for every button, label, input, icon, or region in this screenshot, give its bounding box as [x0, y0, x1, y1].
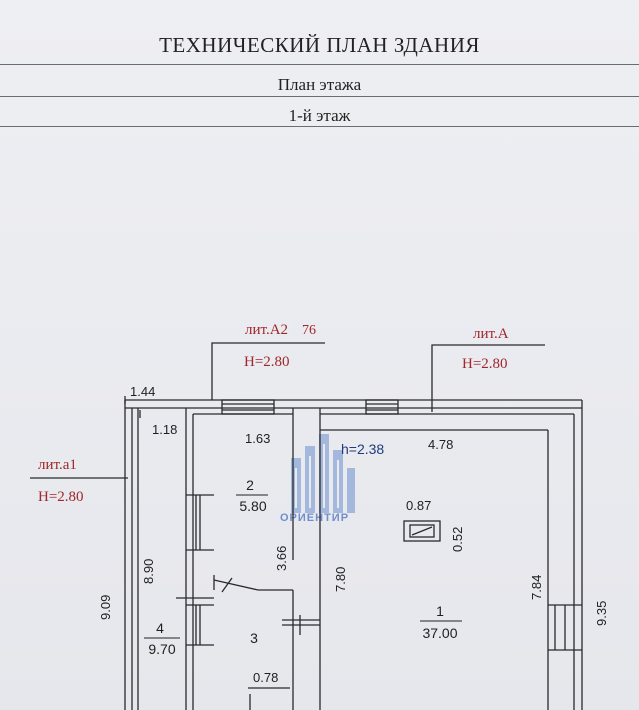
- dim-3-66: 3.66: [274, 546, 289, 571]
- room-1-number: 1: [436, 603, 444, 619]
- room-1-area: 37.00: [422, 625, 457, 641]
- dim-1-18: 1.18: [152, 422, 177, 437]
- document-title: ТЕХНИЧЕСКИЙ ПЛАН ЗДАНИЯ: [159, 33, 480, 57]
- subtitle-underline: [0, 96, 639, 97]
- floor-label: 1-й этаж: [288, 106, 351, 125]
- room-3-number: 3: [250, 630, 258, 646]
- ceiling-height: h=2.38: [341, 441, 384, 457]
- dim-0-87: 0.87: [406, 498, 431, 513]
- dim-0-78: 0.78: [253, 670, 278, 685]
- lit-a2-label: лит.А2: [245, 322, 288, 338]
- title-underline: [0, 64, 639, 65]
- dim-1-44: 1.44: [130, 384, 155, 399]
- room-4-area: 9.70: [148, 641, 175, 657]
- lit-a-label: лит.А: [473, 326, 509, 342]
- plan-subtitle: План этажа: [277, 75, 362, 94]
- dim-9-35: 9.35: [594, 601, 609, 626]
- dim-7-80: 7.80: [333, 567, 348, 592]
- room-2-area: 5.80: [239, 498, 266, 514]
- lit-a-height: H=2.80: [462, 356, 508, 372]
- dim-0-52: 0.52: [450, 527, 465, 552]
- dim-8-90: 8.90: [141, 559, 156, 584]
- lit-a1-label: лит.а1: [38, 457, 77, 473]
- room-2-number: 2: [246, 477, 254, 493]
- dim-9-09: 9.09: [98, 595, 113, 620]
- room-4-number: 4: [156, 620, 164, 636]
- lit-a2-height: H=2.80: [244, 354, 290, 370]
- dim-4-78: 4.78: [428, 437, 453, 452]
- floor-underline: [0, 126, 639, 127]
- dim-7-84: 7.84: [529, 575, 544, 600]
- watermark-text: ОРИЕНТИР: [280, 512, 350, 524]
- lit-a1-height: H=2.80: [38, 489, 84, 505]
- dim-1-63: 1.63: [245, 431, 270, 446]
- lit-a2-handwritten-mark: 76: [302, 323, 316, 338]
- building-logo-icon: [291, 434, 355, 513]
